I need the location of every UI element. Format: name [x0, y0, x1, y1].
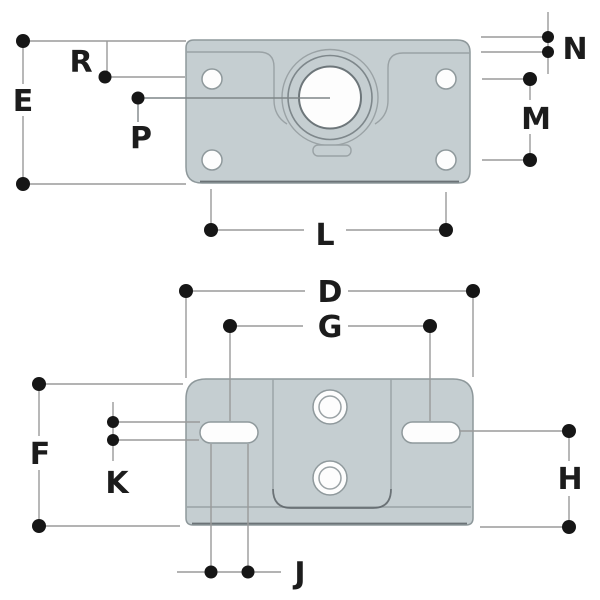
- top-view-contour-left: [186, 51, 288, 125]
- dimension-L: L: [204, 189, 453, 253]
- dim-dot: [523, 153, 537, 167]
- dimension-H: H: [460, 424, 583, 534]
- dim-dot: [439, 223, 453, 237]
- dim-label-J: J: [292, 556, 305, 591]
- dim-dot: [223, 319, 237, 333]
- dim-label-L: L: [315, 218, 334, 253]
- dim-dot: [466, 284, 480, 298]
- boss-bottom-tab: [312, 144, 352, 157]
- dim-label-K: K: [105, 466, 130, 501]
- top-view-contour-right: [374, 52, 470, 125]
- dimension-G: G: [223, 310, 437, 421]
- dim-label-D: D: [318, 275, 343, 310]
- dimension-F: F: [30, 377, 183, 533]
- dim-label-P: P: [130, 121, 152, 156]
- dim-dot: [204, 565, 218, 579]
- dim-label-M: M: [521, 102, 551, 137]
- dim-dot: [107, 416, 119, 428]
- dim-dot: [179, 284, 193, 298]
- dim-dot: [131, 91, 145, 105]
- dim-label-F: F: [30, 437, 51, 472]
- dim-dot: [562, 520, 576, 534]
- dimension-M: M: [482, 72, 551, 167]
- front-view-plate: [185, 378, 474, 526]
- dim-label-G: G: [318, 310, 343, 345]
- dim-label-R: R: [69, 45, 92, 80]
- front-view: D G F K H: [30, 275, 583, 591]
- center-hole-bottom-inner: [318, 466, 342, 490]
- dimension-D: D: [179, 275, 480, 378]
- dim-dot: [523, 72, 537, 86]
- dimension-E: E: [13, 34, 186, 191]
- dimension-K: K: [105, 402, 200, 501]
- mount-hole-top-left: [201, 68, 223, 90]
- dim-dot: [16, 34, 30, 48]
- center-hole-top-inner: [318, 395, 342, 419]
- dim-label-N: N: [562, 32, 587, 67]
- slot-right: [401, 421, 461, 444]
- dim-dot: [241, 565, 255, 579]
- dim-dot: [32, 519, 46, 533]
- dim-dot: [16, 177, 30, 191]
- dim-dot: [423, 319, 437, 333]
- front-view-center-fold-shadow: [272, 488, 392, 509]
- dim-label-E: E: [13, 84, 34, 119]
- dim-dot: [32, 377, 46, 391]
- dim-dot: [542, 46, 554, 58]
- slot-left: [199, 421, 259, 444]
- dim-label-H: H: [557, 462, 582, 497]
- dim-dot: [562, 424, 576, 438]
- dimension-N: N: [481, 12, 588, 74]
- mount-hole-top-right: [435, 68, 457, 90]
- mount-hole-bottom-left: [201, 149, 223, 171]
- dim-dot: [204, 223, 218, 237]
- dim-dot: [98, 70, 112, 84]
- dim-dot: [107, 434, 119, 446]
- mount-hole-bottom-right: [435, 149, 457, 171]
- dim-dot: [542, 31, 554, 43]
- top-view: E R P N M: [13, 12, 588, 253]
- dimension-P: P: [130, 91, 330, 156]
- dimension-R: R: [69, 41, 185, 84]
- dimension-J: J: [177, 444, 306, 591]
